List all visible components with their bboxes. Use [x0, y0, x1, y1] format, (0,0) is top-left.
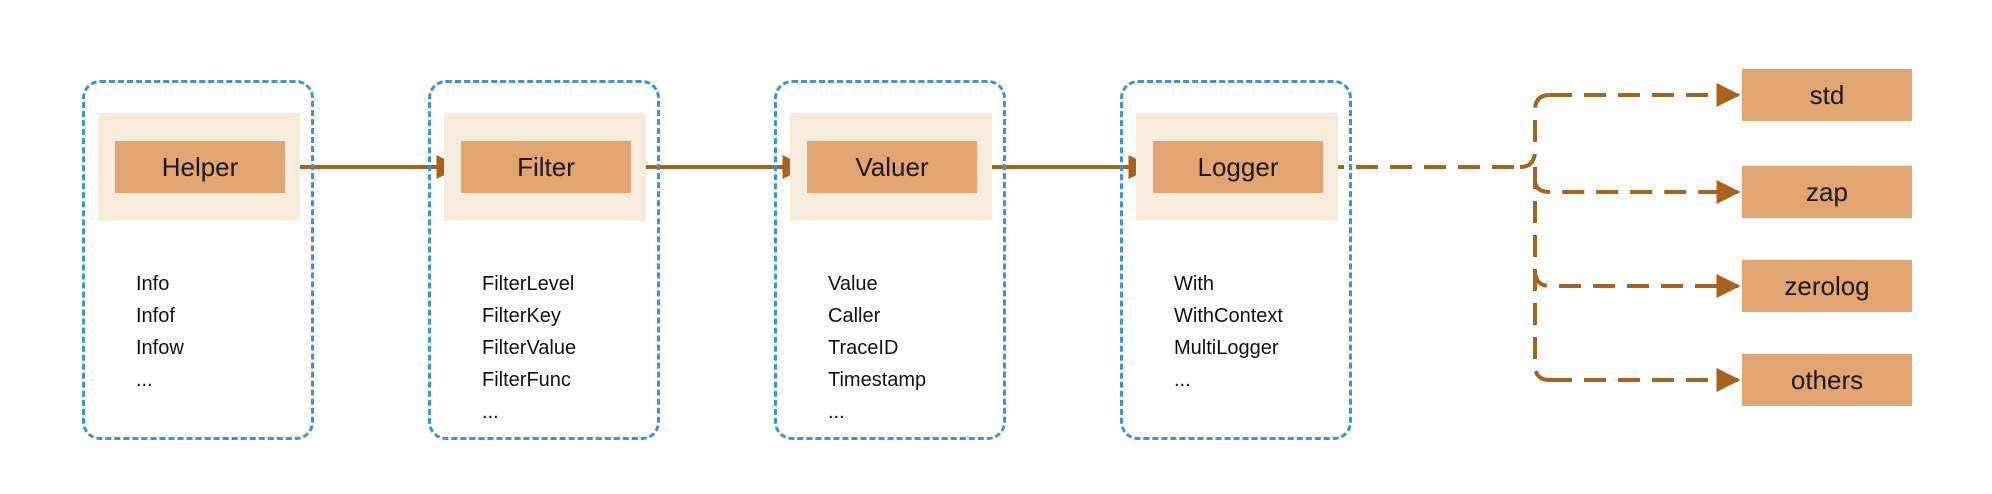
method-item: ... — [1174, 369, 1191, 391]
stage-group-logger — [1120, 80, 1352, 440]
backend-node-zerolog: zerolog — [1742, 260, 1912, 312]
method-list-logger: With WithContext MultiLogger ... — [1174, 268, 1283, 396]
method-item: ... — [482, 401, 499, 423]
stage-group-helper — [82, 80, 314, 440]
stage-node-filter: Filter — [461, 141, 631, 193]
method-item: FilterFunc — [482, 369, 571, 391]
method-item: Caller — [828, 305, 881, 327]
backend-node-others: others — [1742, 354, 1912, 406]
stage-node-logger: Logger — [1153, 141, 1323, 193]
stage-node-helper: Helper — [115, 141, 285, 193]
method-item: FilterKey — [482, 305, 561, 327]
method-item: With — [1174, 273, 1214, 295]
stage-group-filter — [428, 80, 660, 440]
backend-connectors — [1322, 83, 1741, 392]
stage-group-valuer — [774, 80, 1006, 440]
connector-to-zerolog — [1533, 269, 1741, 298]
method-list-helper: Info Infof Infow ... — [136, 268, 184, 396]
method-item: ... — [828, 401, 845, 423]
method-item: Info — [136, 273, 170, 295]
method-item: FilterLevel — [482, 273, 575, 295]
method-list-filter: FilterLevel FilterKey FilterValue Filter… — [482, 268, 576, 428]
method-item: Timestamp — [828, 369, 927, 391]
stage-node-valuer: Valuer — [807, 141, 977, 193]
method-item: WithContext — [1174, 305, 1283, 327]
backend-node-zap: zap — [1742, 166, 1912, 218]
method-item: FilterValue — [482, 337, 577, 359]
method-item: Infow — [136, 337, 184, 359]
method-item: Infof — [136, 305, 175, 327]
backend-node-std: std — [1742, 69, 1912, 121]
brace-bracket — [1519, 93, 1551, 382]
method-item: ... — [136, 369, 153, 391]
method-item: TraceID — [828, 337, 899, 359]
method-item: Value — [828, 273, 878, 295]
connector-to-zap — [1533, 179, 1741, 204]
method-list-valuer: Value Caller TraceID Timestamp ... — [828, 268, 926, 428]
method-item: MultiLogger — [1174, 337, 1279, 359]
